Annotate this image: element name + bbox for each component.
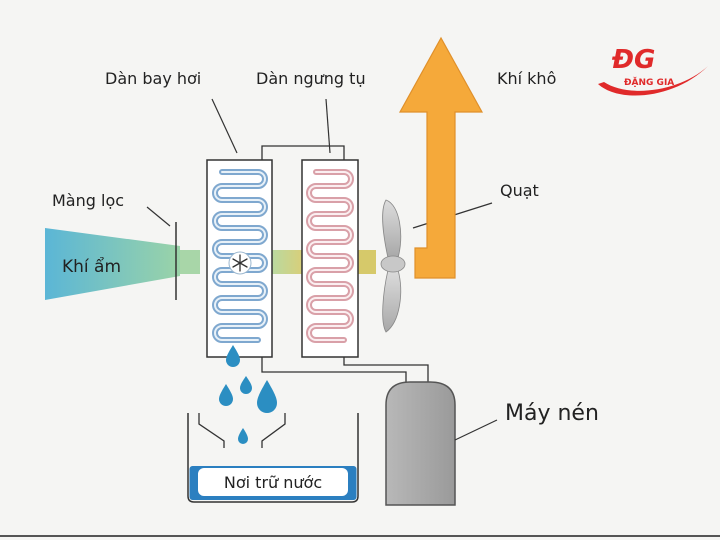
- logo-mark: ĐG: [611, 45, 655, 75]
- condenser-pointer: [325, 98, 331, 154]
- funnel-right: [261, 413, 286, 448]
- water-tank-label: Nơi trữ nước: [224, 473, 322, 492]
- filter-pointer: [146, 206, 171, 227]
- water-drops: [219, 345, 277, 444]
- compressor-pointer: [454, 419, 498, 441]
- pipe-evap-compressor: [261, 357, 407, 382]
- humid-air-label: Khí ẩm: [62, 256, 121, 277]
- dang-gia-logo: ĐG ĐẶNG GIA: [598, 45, 708, 96]
- water-tank: [187, 413, 359, 503]
- water-tank-label-box: [198, 468, 348, 496]
- fan-label: Quạt: [500, 181, 539, 200]
- fan-icon: [380, 199, 406, 333]
- funnel-left: [198, 413, 225, 448]
- water-drop-icon: [257, 380, 277, 413]
- filter-label: Màng lọc: [52, 191, 124, 210]
- condenser-coil-highlight: [308, 171, 352, 341]
- compressor-label: Máy nén: [505, 401, 599, 426]
- water-drop-icon: [238, 428, 248, 444]
- evaporator-label: Dàn bay hơi: [105, 69, 201, 88]
- air-passage-2: [272, 250, 302, 274]
- air-passage-1: [180, 250, 200, 274]
- dry-air-arrow: [398, 36, 484, 279]
- evaporator-pointer: [211, 98, 238, 154]
- water-drop-icon: [226, 345, 240, 367]
- dry-air-label: Khí khô: [497, 69, 556, 88]
- water-drop-icon: [219, 384, 233, 406]
- water-drop-icon: [240, 376, 252, 394]
- compressor: [385, 381, 456, 506]
- humid-air-inlet: [45, 228, 180, 300]
- pipe-cond-compressor: [343, 357, 429, 382]
- pipe-top: [261, 145, 345, 160]
- logo-name: ĐẶNG GIA: [624, 77, 674, 88]
- snowflake-icon: [228, 251, 252, 275]
- air-passage-3: [358, 250, 376, 274]
- condenser-label: Dàn ngưng tụ: [256, 69, 366, 88]
